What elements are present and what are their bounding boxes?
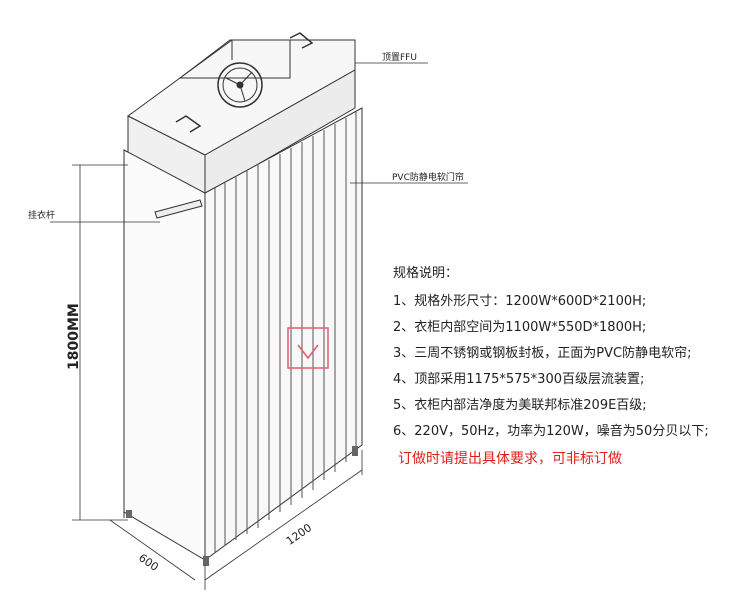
cabinet-feet bbox=[126, 446, 358, 566]
spec-item: 4、顶部采用1175*575*300百级层流装置; bbox=[393, 372, 645, 387]
handle-icon bbox=[175, 32, 314, 133]
fan-icon bbox=[217, 62, 263, 108]
spec-item: 2、衣柜内部空间为1100W*550D*1800H; bbox=[393, 320, 647, 335]
ffu-callout: 顶置FFU bbox=[382, 53, 417, 63]
hanger-rod-callout: 挂衣杆 bbox=[28, 211, 56, 221]
logo-stamp-icon bbox=[287, 327, 329, 369]
dimension-lines bbox=[72, 164, 363, 590]
custom-order-note: 订做时请提出具体要求，可非标订做 bbox=[398, 451, 622, 467]
pvc-curtain bbox=[214, 112, 357, 552]
ffu-box bbox=[127, 39, 356, 196]
height-dimension: 1800MM bbox=[66, 303, 82, 370]
spec-item: 3、三周不锈钢或钢板封板，正面为PVC防静电软帘; bbox=[393, 346, 692, 361]
spec-item: 6、220V，50Hz，功率为120W，噪音为50分贝以下; bbox=[393, 424, 709, 439]
spec-item: 1、规格外形尺寸：1200W*600D*2100H; bbox=[393, 294, 647, 309]
spec-item: 5、衣柜内部洁净度为美联邦标准209E百级; bbox=[393, 398, 647, 413]
callout-leaders bbox=[50, 62, 468, 223]
cabinet-body bbox=[123, 107, 363, 565]
hanger-rod bbox=[154, 199, 203, 219]
pvc-curtain-callout: PVC防静电软门帘 bbox=[392, 173, 464, 183]
specs-title: 规格说明： bbox=[393, 266, 459, 281]
